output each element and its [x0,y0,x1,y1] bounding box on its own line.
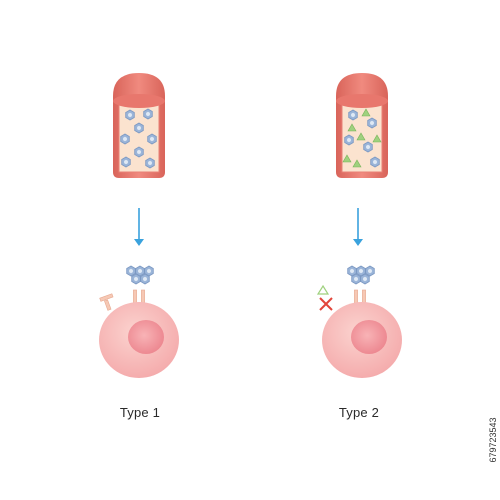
type1-label: Type 1 [119,405,161,420]
hexagon-molecule-icon [347,265,375,285]
triangle-particle-icon [316,284,330,295]
receptor-icon [133,289,145,304]
type2-label: Type 2 [338,405,380,420]
red-cross-icon [319,297,333,311]
blood-vessel-type1 [113,73,165,178]
arrow-down-icon [134,208,144,246]
target-cell-type2 [316,265,402,378]
hexagon-molecule-icon [126,265,154,285]
arrow-down-icon [353,208,363,246]
bound-receptor-icon [99,293,114,311]
stock-id-text: 679723543 [488,417,498,463]
blood-vessel-type2 [336,73,388,178]
target-cell-type1 [99,265,179,378]
stock-id-watermark: 679723543 [487,388,499,492]
receptor-icon [354,289,366,304]
